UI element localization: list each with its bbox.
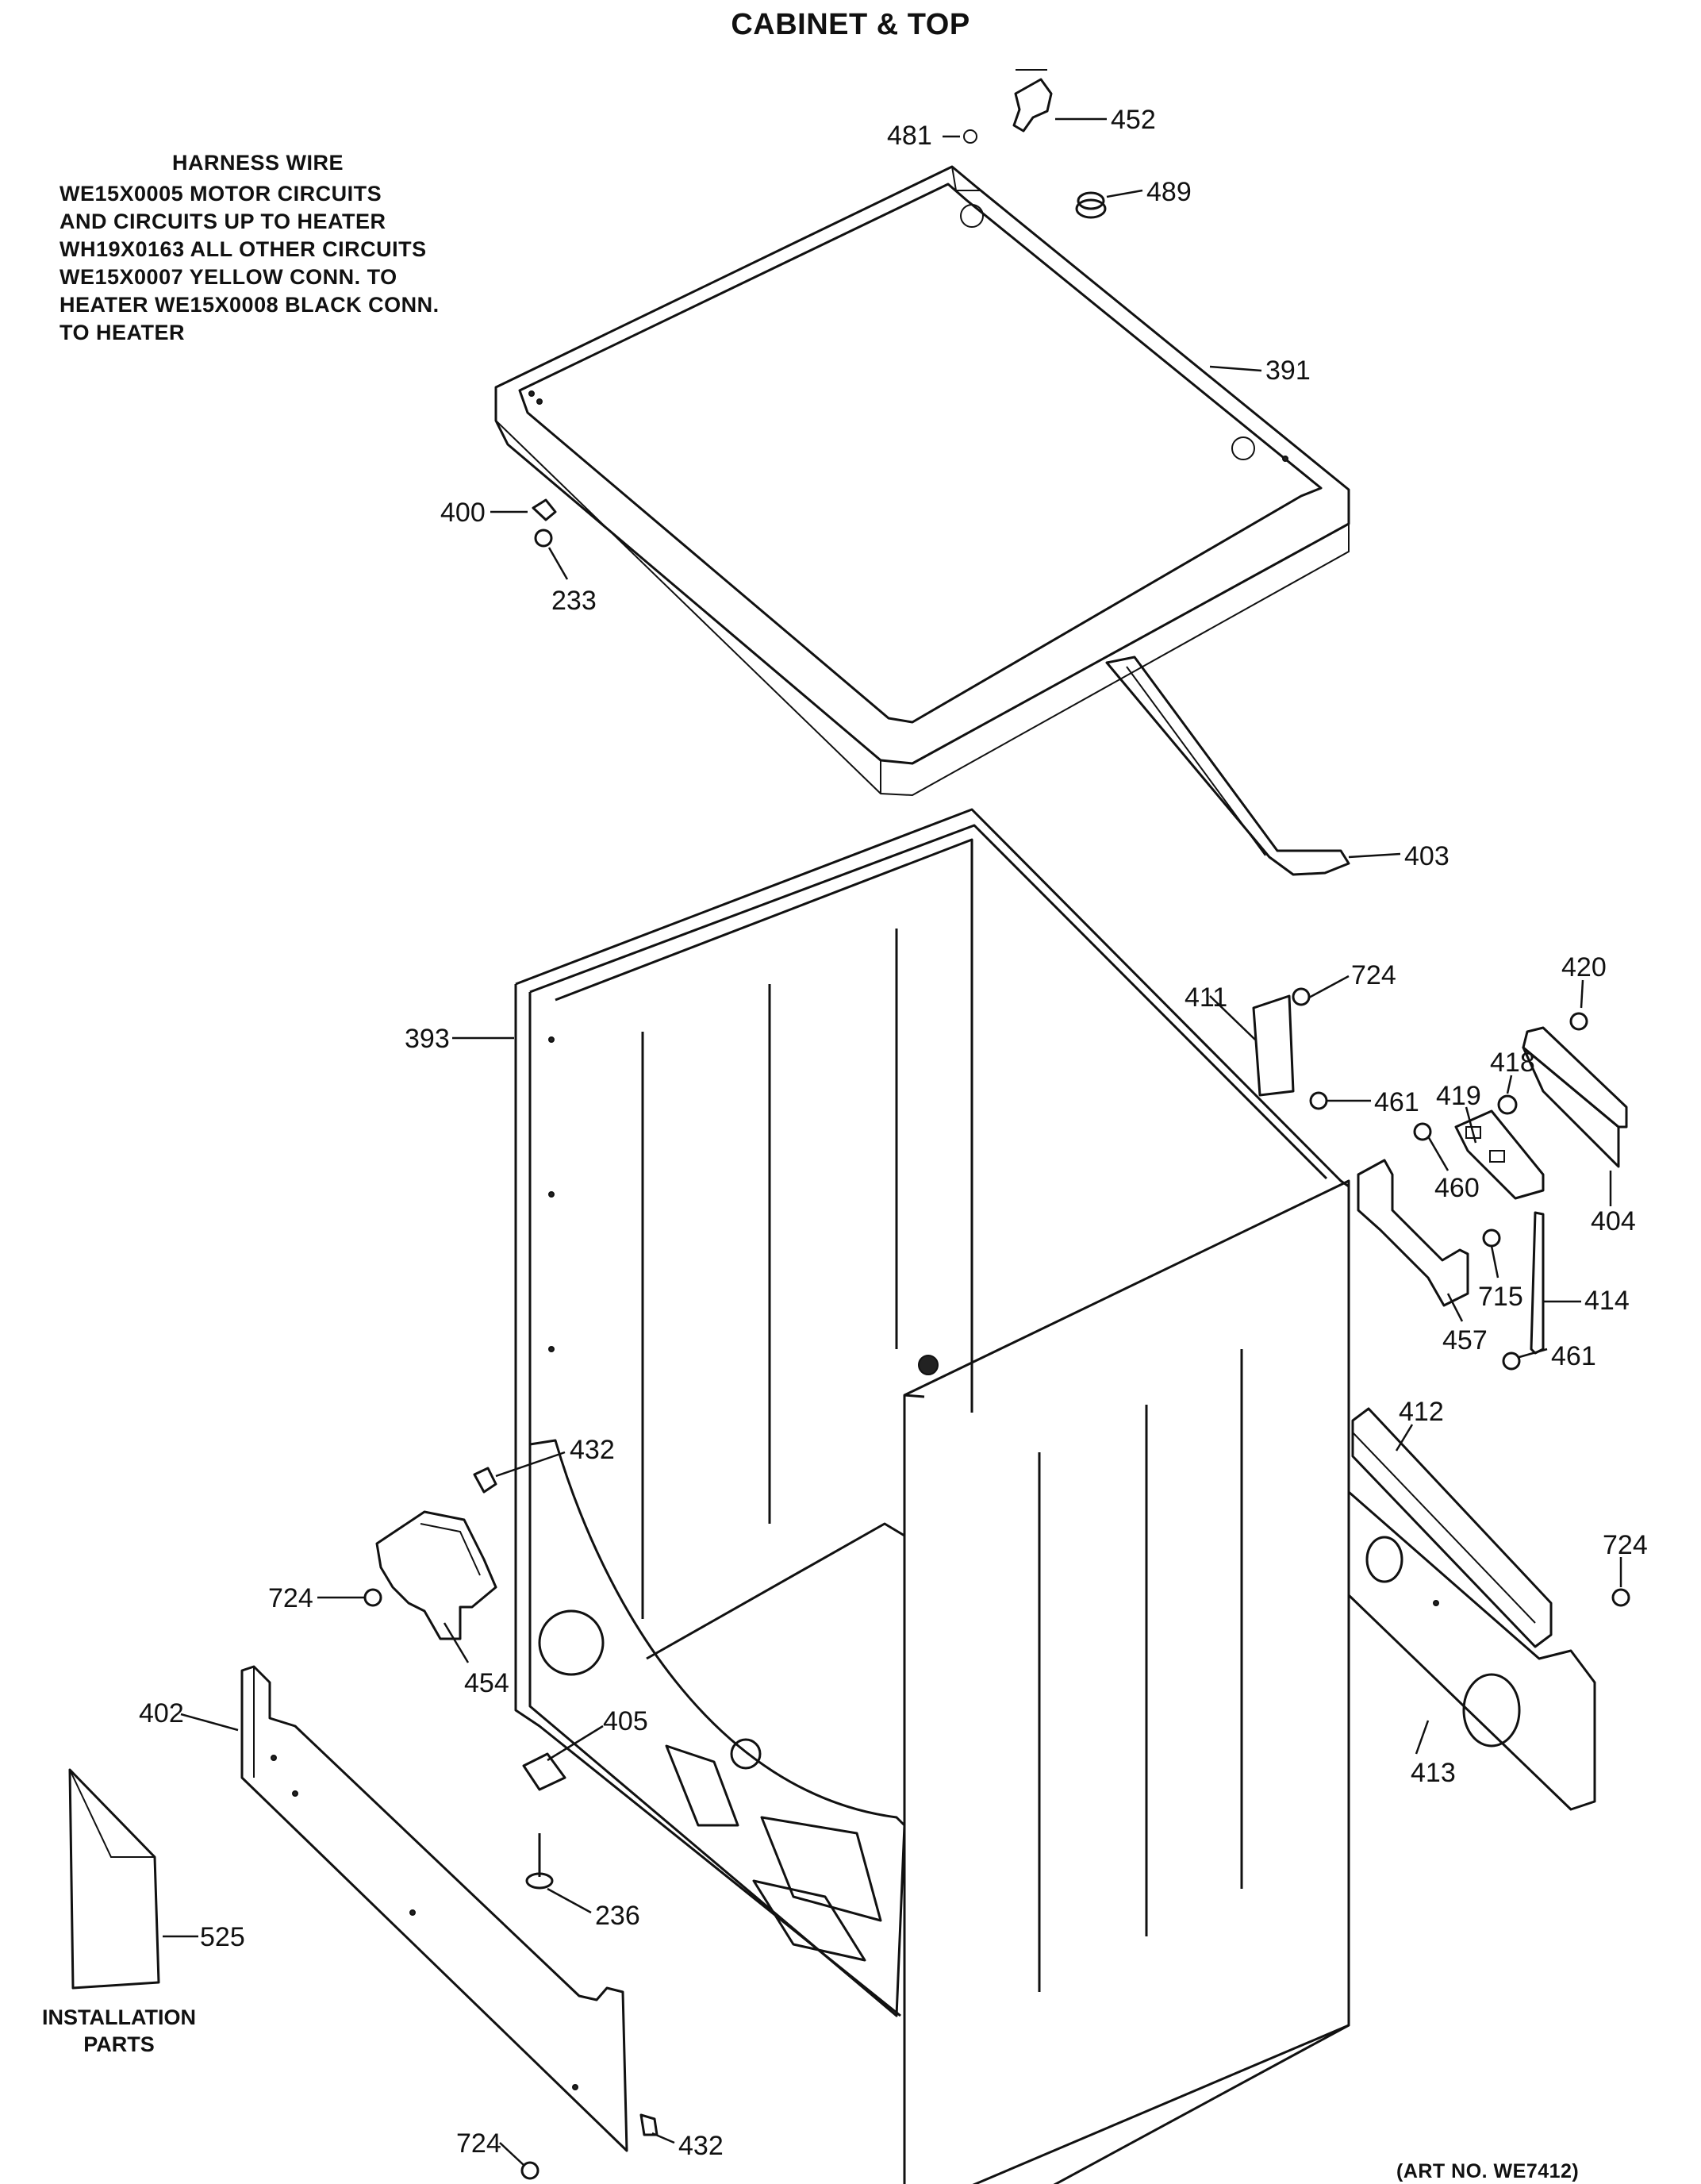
clip-405 xyxy=(522,1752,566,1791)
part-label-403: 403 xyxy=(1404,841,1449,871)
part-label-432-b: 432 xyxy=(678,2131,724,2161)
harness-wire-note: HARNESS WIRE WE15X0005 MOTOR CIRCUITS AN… xyxy=(60,149,456,347)
installation-parts-label: INSTALLATION PARTS xyxy=(32,2004,206,2058)
part-label-489: 489 xyxy=(1146,177,1192,207)
part-label-411: 411 xyxy=(1185,982,1227,1013)
part-label-461-a: 461 xyxy=(1374,1087,1419,1117)
harness-line: WH19X0163 ALL OTHER CIRCUITS xyxy=(60,237,427,261)
part-label-405: 405 xyxy=(603,1706,648,1736)
harness-line: TO HEATER xyxy=(60,321,186,344)
harness-line: AND CIRCUITS UP TO HEATER xyxy=(60,210,386,233)
harness-line: HEATER WE15X0008 BLACK CONN. xyxy=(60,293,440,317)
leveling-leg xyxy=(525,1833,554,1890)
bracket-414 xyxy=(1530,1211,1545,1355)
bracket-457 xyxy=(1357,1159,1469,1307)
part-label-404: 404 xyxy=(1591,1206,1636,1236)
back-panel-413 xyxy=(1347,1490,1596,1811)
part-label-419: 419 xyxy=(1436,1081,1481,1111)
front-panel xyxy=(240,1665,628,2152)
part-label-481: 481 xyxy=(887,121,932,151)
screw-724d xyxy=(520,2161,539,2180)
hinge-bracket-452 xyxy=(1012,69,1053,133)
part-label-236: 236 xyxy=(595,1901,640,1931)
art-number: (ART NO. WE7412) xyxy=(1396,2160,1580,2182)
nut-418 xyxy=(1497,1094,1518,1115)
leader-lines xyxy=(163,117,1622,2166)
part-label-457: 457 xyxy=(1442,1325,1488,1355)
installation-line: INSTALLATION xyxy=(42,2005,196,2029)
part-label-233: 233 xyxy=(551,586,597,616)
harness-heading: HARNESS WIRE xyxy=(171,151,344,175)
installation-parts-bag xyxy=(68,1768,160,1990)
terminal-block-419 xyxy=(1454,1109,1545,1200)
cover-404 xyxy=(1522,1026,1628,1168)
part-label-460: 460 xyxy=(1434,1173,1480,1203)
harness-line: WE15X0005 MOTOR CIRCUITS xyxy=(60,182,382,206)
part-label-400: 400 xyxy=(440,498,486,528)
part-label-414: 414 xyxy=(1584,1286,1630,1316)
clip-432b xyxy=(639,2113,659,2136)
part-label-418: 418 xyxy=(1490,1048,1535,1078)
part-label-454: 454 xyxy=(464,1668,509,1698)
screw-724a xyxy=(1292,987,1311,1006)
plate-411 xyxy=(1252,994,1295,1097)
part-label-412: 412 xyxy=(1399,1397,1444,1427)
harness-line: WE15X0007 YELLOW CONN. TO xyxy=(60,265,397,289)
clip-400 xyxy=(532,498,557,521)
part-label-393: 393 xyxy=(405,1024,450,1054)
cabinet xyxy=(514,808,1350,2184)
clip-432 xyxy=(473,1467,497,1494)
screw-724c xyxy=(1611,1588,1630,1607)
screw-461b xyxy=(1502,1352,1521,1371)
screw-461a xyxy=(1309,1091,1328,1110)
screw-715 xyxy=(1482,1228,1501,1248)
diagram-title: CABINET & TOP xyxy=(731,8,970,41)
screw-724b xyxy=(363,1588,382,1607)
part-label-724-a: 724 xyxy=(1351,960,1396,990)
part-label-724-d: 724 xyxy=(456,2128,501,2159)
top-panel xyxy=(494,165,1350,797)
part-label-525: 525 xyxy=(200,1922,245,1952)
part-label-461-b: 461 xyxy=(1551,1341,1596,1371)
rail-412 xyxy=(1351,1407,1553,1648)
part-label-724-c: 724 xyxy=(1603,1530,1648,1560)
screw-420 xyxy=(1569,1012,1588,1031)
part-number-labels: 481 452 489 391 400 233 403 393 411 724 … xyxy=(139,105,1648,2161)
bumper-489 xyxy=(1075,191,1107,219)
part-label-724-b: 724 xyxy=(268,1583,313,1613)
part-label-452: 452 xyxy=(1111,105,1156,135)
part-label-391: 391 xyxy=(1265,356,1311,386)
installation-line: PARTS xyxy=(83,2032,155,2056)
screw-460 xyxy=(1413,1122,1432,1141)
clip-481 xyxy=(963,129,978,144)
part-label-715: 715 xyxy=(1478,1282,1523,1312)
part-label-432-a: 432 xyxy=(570,1435,615,1465)
part-label-413: 413 xyxy=(1411,1758,1456,1788)
part-label-420: 420 xyxy=(1561,952,1607,982)
part-label-402: 402 xyxy=(139,1698,184,1728)
screw-233 xyxy=(534,529,553,548)
hold-down-strap xyxy=(1105,656,1350,876)
bracket-454 xyxy=(375,1510,497,1640)
